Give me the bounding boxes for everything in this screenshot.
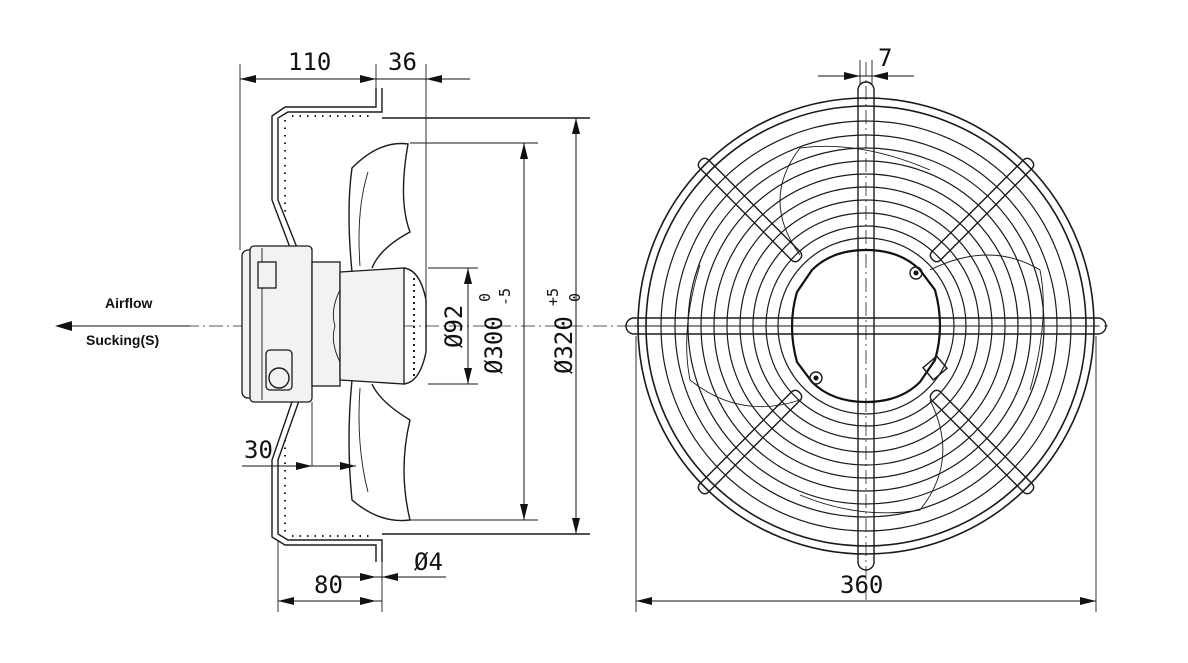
strut-diag-1 bbox=[697, 157, 803, 263]
blade-mid bbox=[332, 289, 341, 363]
blade-bottom bbox=[348, 379, 411, 522]
bracket-bottom-inner bbox=[271, 395, 377, 562]
bracket-bottom-outer bbox=[277, 397, 383, 562]
blade-2 bbox=[929, 254, 1044, 391]
bracket-top-outer bbox=[277, 88, 383, 256]
dim-92-arrow-t bbox=[464, 268, 472, 284]
strut-diag-4 bbox=[929, 389, 1035, 495]
blade-1 bbox=[779, 145, 931, 256]
dim-4-arrow-l bbox=[360, 573, 376, 581]
dim-300-arrow-b bbox=[520, 504, 528, 520]
dim-80-arrow-l bbox=[278, 597, 294, 605]
airflow-arrow-head bbox=[55, 321, 72, 331]
bracket-top-inner bbox=[271, 88, 377, 259]
mount-bolt-bottom-left bbox=[809, 371, 823, 385]
cable-gland-nut bbox=[268, 367, 290, 389]
sucking-label: Sucking(S) bbox=[86, 332, 159, 348]
dim-7-arrow-l bbox=[844, 72, 860, 80]
dim-320-arrow-b bbox=[572, 518, 580, 534]
strut-vertical bbox=[857, 81, 875, 571]
strut-diag-3 bbox=[697, 389, 803, 495]
fan-blades bbox=[686, 145, 1044, 514]
dim-360-arrow-r bbox=[1080, 597, 1096, 605]
dim-300: Ø300 bbox=[480, 316, 508, 374]
cable-gland-front bbox=[921, 355, 949, 381]
dim-92: Ø92 bbox=[440, 305, 468, 348]
mount-bolt-top-right-core bbox=[913, 270, 919, 276]
dim-320-arrow-t bbox=[572, 118, 580, 134]
mount-bolt-top-right bbox=[909, 266, 923, 280]
terminal-box bbox=[257, 261, 277, 289]
dim-110: 110 bbox=[288, 48, 331, 76]
blade-3 bbox=[799, 399, 944, 514]
dim-36: 36 bbox=[388, 48, 417, 76]
dim-7-arrow-r bbox=[872, 72, 888, 80]
mount-bolt-bottom-left-core bbox=[813, 375, 819, 381]
dim-300-tol-upper: 0 bbox=[476, 293, 494, 302]
dim-320-tol-lower: 0 bbox=[566, 293, 584, 302]
dim-80-arrow-r bbox=[360, 597, 376, 605]
dim-110-arrow-l bbox=[240, 75, 256, 83]
dim-300-arrow-t bbox=[520, 143, 528, 159]
strut-horizontal bbox=[625, 317, 1107, 335]
dim-30-arrow-l bbox=[296, 462, 312, 470]
dim-92-arrow-b bbox=[464, 368, 472, 384]
dim-80: 80 bbox=[314, 571, 343, 599]
dim-30-arrow-r bbox=[340, 462, 356, 470]
blade-bottom-edge bbox=[358, 387, 369, 493]
blade-top-edge bbox=[358, 171, 369, 267]
airflow-label: Airflow bbox=[105, 295, 153, 311]
center-mount-plate bbox=[790, 248, 942, 404]
cable-gland bbox=[265, 349, 293, 391]
dim-30: 30 bbox=[244, 436, 273, 464]
blade-top bbox=[348, 142, 411, 273]
fan-hub bbox=[339, 267, 405, 385]
front-view: 7 360 bbox=[624, 44, 1108, 612]
dim-4-arrow-r bbox=[382, 573, 398, 581]
hub-nose bbox=[403, 267, 427, 385]
dim-320-tol-upper: +5 bbox=[544, 288, 562, 306]
side-view: Airflow Sucking(S) bbox=[55, 48, 640, 612]
dim-300-tol-lower: -5 bbox=[496, 288, 514, 306]
dim-360: 360 bbox=[840, 571, 883, 599]
motor-rotor bbox=[311, 261, 341, 387]
diagonal-struts bbox=[697, 157, 1035, 495]
dim-360-arrow-l bbox=[636, 597, 652, 605]
blade-4 bbox=[686, 264, 801, 408]
dim-4: Ø4 bbox=[414, 548, 443, 576]
dim-36-arrow bbox=[426, 75, 442, 83]
dim-7: 7 bbox=[878, 44, 892, 72]
strut-diag-2 bbox=[929, 157, 1035, 263]
dim-110-arrow-r bbox=[360, 75, 376, 83]
dim-320: Ø320 bbox=[550, 316, 578, 374]
